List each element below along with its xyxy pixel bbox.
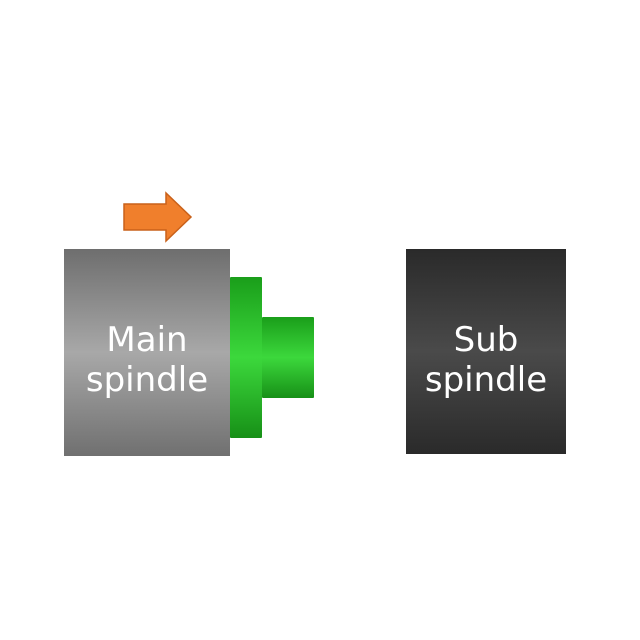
main-spindle-label-line2: spindle (85, 360, 209, 400)
sub-spindle-label-line2: spindle (424, 360, 548, 400)
sub-spindle-label: Sub spindle (406, 320, 566, 400)
workpiece-shoulder (230, 277, 262, 438)
sub-spindle-label-line1: Sub (453, 320, 519, 360)
main-spindle-block (64, 249, 230, 456)
arrow-right-icon (123, 191, 193, 243)
main-spindle-label: Main spindle (64, 320, 230, 400)
main-spindle-label-line1: Main (106, 320, 188, 360)
sub-spindle-block (406, 249, 566, 454)
workpiece-step (262, 317, 314, 398)
